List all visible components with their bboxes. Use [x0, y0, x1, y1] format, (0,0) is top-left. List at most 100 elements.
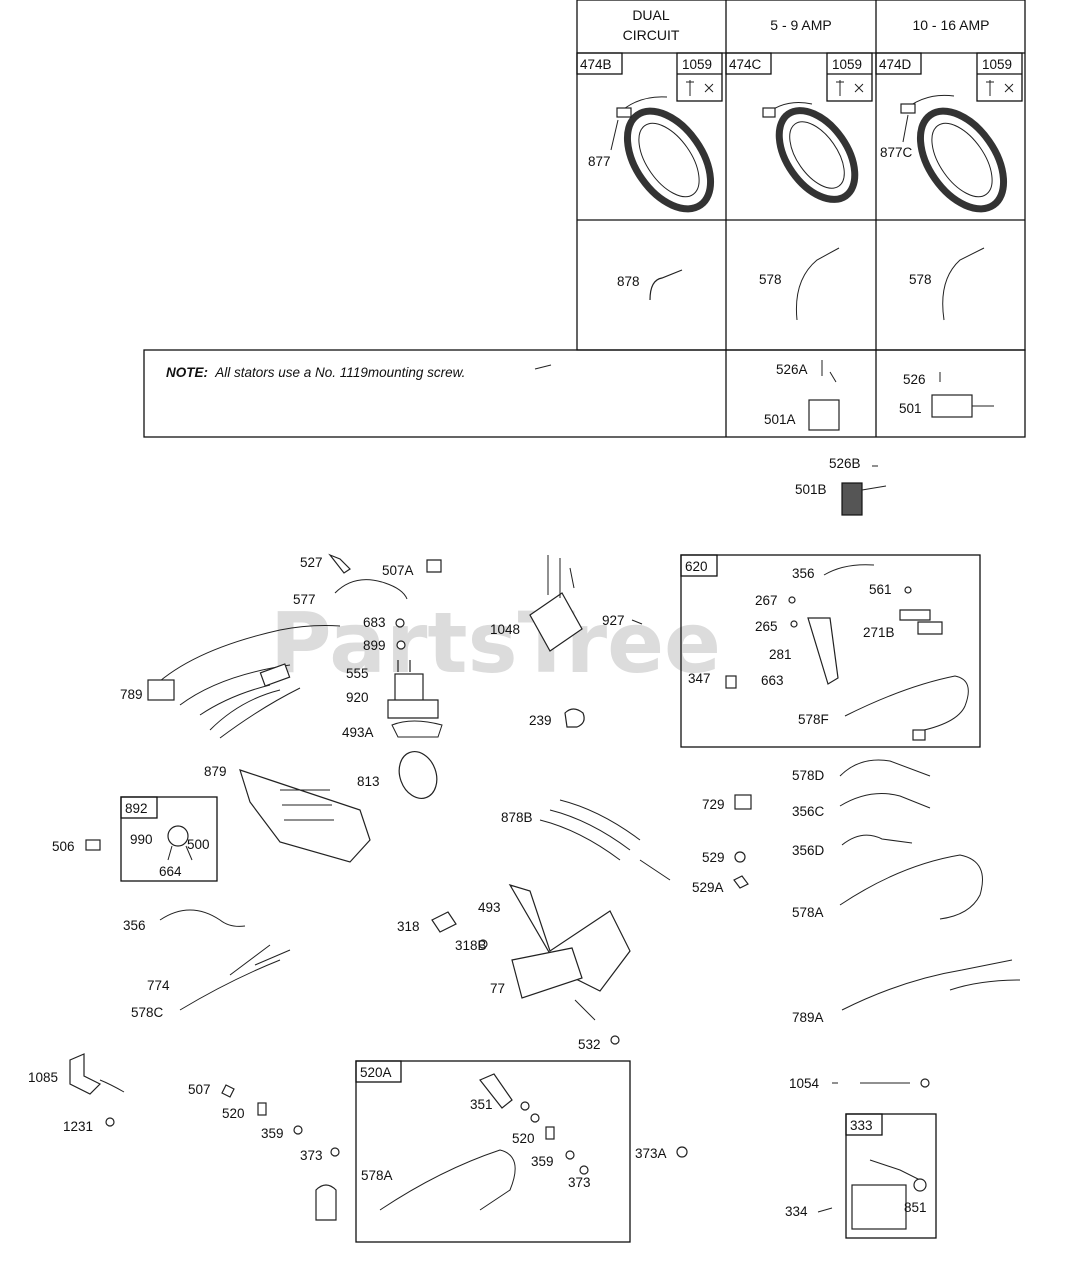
callout-920: 920: [346, 690, 369, 705]
callout-493a: 493A: [342, 725, 374, 740]
callout-356-a: 356: [792, 566, 815, 581]
rectifier-icon: [808, 399, 840, 431]
callout-351: 351: [470, 1097, 493, 1112]
callout-578-a: 578: [759, 272, 782, 287]
callout-990: 990: [130, 832, 153, 847]
callout-265: 265: [755, 619, 778, 634]
callout-356c: 356C: [792, 804, 825, 819]
callout-532: 532: [578, 1037, 601, 1052]
callout-927: 927: [602, 613, 625, 628]
callout-520-b: 520: [512, 1131, 535, 1146]
callout-271b: 271B: [863, 625, 895, 640]
header-dual-line2: CIRCUIT: [623, 27, 680, 43]
callout-529: 529: [702, 850, 725, 865]
callout-501b: 501B: [795, 482, 827, 497]
box-1059-b: 1059: [832, 57, 862, 72]
callout-578a-group: 578A: [361, 1168, 393, 1183]
callout-578a-right: 578A: [792, 905, 824, 920]
callout-851: 851: [904, 1200, 927, 1215]
callout-877c: 877C: [880, 145, 913, 160]
group-892: 892: [120, 796, 218, 882]
group-label-333: 333: [850, 1118, 873, 1133]
callout-507a: 507A: [382, 563, 414, 578]
lead-wire-icon: [942, 247, 985, 321]
callout-578d: 578D: [792, 768, 825, 783]
callout-520-a: 520: [222, 1106, 245, 1121]
callout-359-b: 359: [531, 1154, 554, 1169]
callout-334: 334: [785, 1204, 808, 1219]
callout-318b: 318B: [455, 938, 487, 953]
callout-318: 318: [397, 919, 420, 934]
callout-526a: 526A: [776, 362, 808, 377]
callout-877: 877: [588, 154, 611, 169]
callout-683: 683: [363, 615, 386, 630]
callout-356d: 356D: [792, 843, 825, 858]
callout-879: 879: [204, 764, 227, 779]
box-1059-a: 1059: [682, 57, 712, 72]
callout-239: 239: [529, 713, 552, 728]
callout-555: 555: [346, 666, 369, 681]
callout-359-a: 359: [261, 1126, 284, 1141]
part-drawings: [69, 465, 1021, 1230]
callout-789: 789: [120, 687, 143, 702]
callout-1085: 1085: [28, 1070, 58, 1085]
callout-578-b: 578: [909, 272, 932, 287]
callout-493: 493: [478, 900, 501, 915]
callout-373-a: 373: [300, 1148, 323, 1163]
callout-267: 267: [755, 593, 778, 608]
callout-501: 501: [899, 401, 922, 416]
screw-icon: [534, 364, 552, 370]
callout-506: 506: [52, 839, 75, 854]
watermark-text: PartsTree: [270, 594, 721, 692]
header-10-16-amp: 10 - 16 AMP: [912, 17, 989, 33]
callout-507: 507: [188, 1082, 211, 1097]
box-474b: 474B: [580, 57, 612, 72]
lead-wire-icon: [649, 269, 683, 301]
callout-1054: 1054: [789, 1076, 820, 1091]
stator-ring-icon: [616, 94, 1008, 213]
callout-561: 561: [869, 582, 892, 597]
group-label-520a: 520A: [360, 1065, 392, 1080]
callout-labels: 526B 501B 527 507A 577 683 899 555 920 4…: [28, 456, 927, 1219]
callout-373-b: 373: [568, 1175, 591, 1190]
group-520a: 520A: [355, 1060, 631, 1243]
callout-664: 664: [159, 864, 182, 879]
callout-729: 729: [702, 797, 725, 812]
callout-526: 526: [903, 372, 926, 387]
note-text: NOTE: All stators use a No. 1119mounting…: [166, 365, 465, 380]
group-label-620: 620: [685, 559, 708, 574]
lead-wire-icon: [795, 247, 840, 321]
callout-899: 899: [363, 638, 386, 653]
callout-347: 347: [688, 671, 711, 686]
box-1059-c: 1059: [982, 57, 1012, 72]
callout-663: 663: [761, 673, 784, 688]
rectifier-icon: [931, 394, 973, 418]
callout-813: 813: [357, 774, 380, 789]
callout-281: 281: [769, 647, 792, 662]
callout-501a: 501A: [764, 412, 796, 427]
callout-526b: 526B: [829, 456, 861, 471]
callout-356-b: 356: [123, 918, 146, 933]
callout-578c: 578C: [131, 1005, 164, 1020]
callout-1231: 1231: [63, 1119, 93, 1134]
header-dual-line1: DUAL: [632, 7, 670, 23]
note-row-frame: [143, 349, 1026, 438]
callout-789a: 789A: [792, 1010, 824, 1025]
stator-table: DUAL CIRCUIT 5 - 9 AMP 10 - 16 AMP 474B …: [143, 0, 1026, 438]
callout-878b: 878B: [501, 810, 533, 825]
callout-527: 527: [300, 555, 323, 570]
callout-577: 577: [293, 592, 316, 607]
callout-774: 774: [147, 978, 170, 993]
screw-icon: [686, 80, 1014, 96]
callout-77: 77: [490, 981, 505, 996]
header-5-9-amp: 5 - 9 AMP: [770, 17, 831, 33]
group-333: 333: [845, 1113, 937, 1239]
callout-373a: 373A: [635, 1146, 667, 1161]
callout-878: 878: [617, 274, 640, 289]
box-474d: 474D: [879, 57, 912, 72]
callout-1048: 1048: [490, 622, 520, 637]
group-label-892: 892: [125, 801, 148, 816]
callout-578f: 578F: [798, 712, 829, 727]
callout-529a: 529A: [692, 880, 724, 895]
